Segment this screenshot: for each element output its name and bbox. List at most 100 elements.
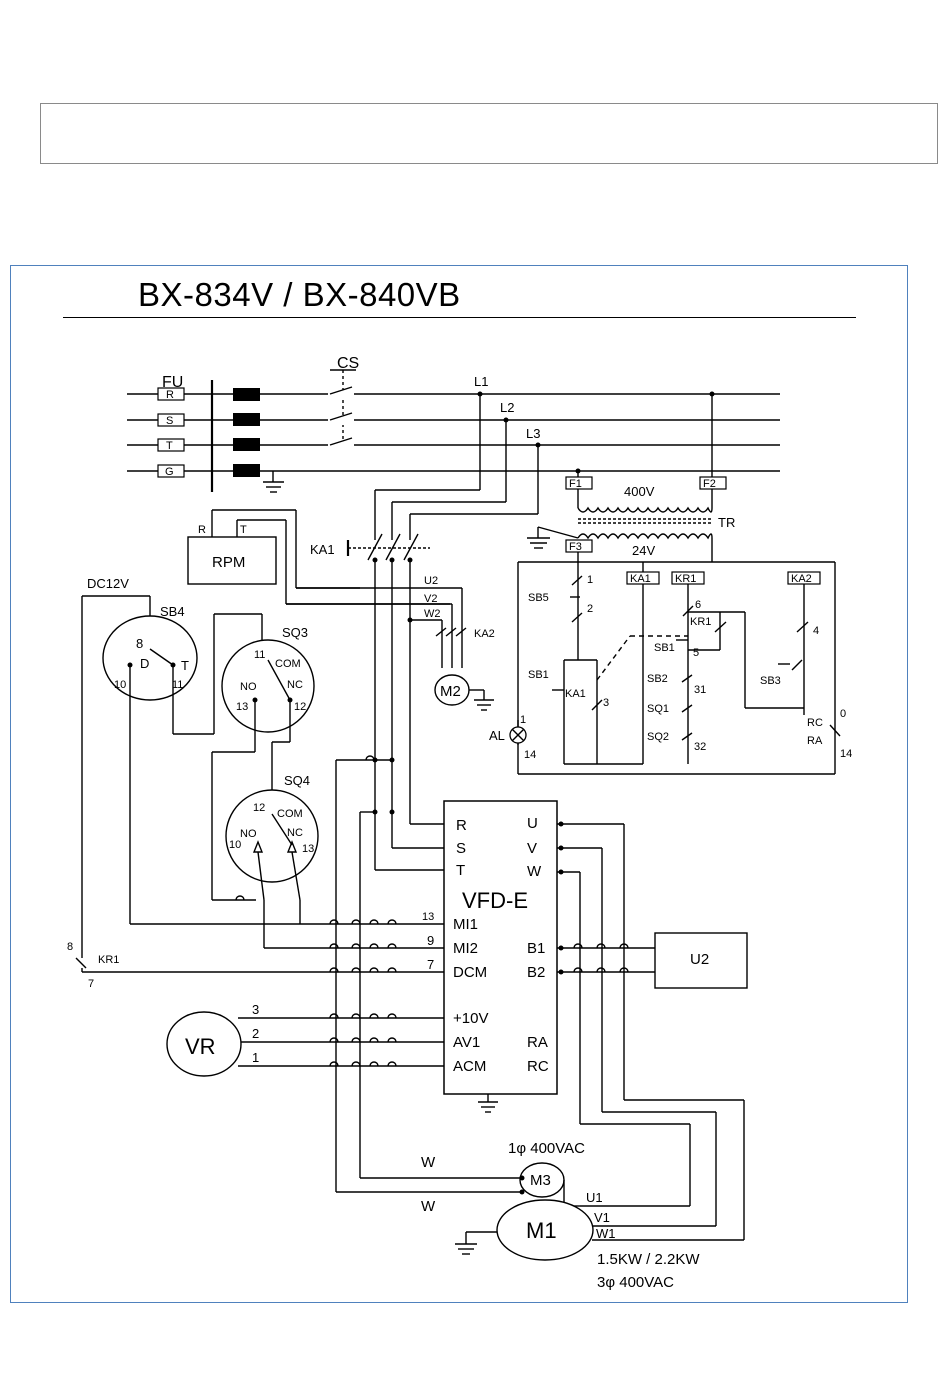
sq4-com: COM <box>277 808 303 820</box>
ctl-sb1a: SB1 <box>528 669 549 681</box>
main-supply: FU R S T G CS L1 L2 <box>127 355 780 493</box>
ctl-n0: 0 <box>840 708 846 720</box>
l3-label: L3 <box>526 426 540 441</box>
vfd-e: VFD-E R S T U V W MI1 MI2 DCM +10V AV1 A… <box>329 800 558 1113</box>
ctl-sb3: SB3 <box>760 675 781 687</box>
vfd-t: T <box>456 862 465 879</box>
ctl-n14a: 14 <box>524 749 536 761</box>
fuse-g-label: G <box>165 466 174 478</box>
l2-label: L2 <box>500 400 514 415</box>
sb4-n8: 8 <box>136 636 143 651</box>
vfd-box <box>443 800 558 1095</box>
vfd-mi2: MI2 <box>453 940 478 957</box>
rpm-t: T <box>240 524 247 536</box>
vfd-w: W <box>527 863 542 880</box>
vfd-label: VFD-E <box>462 888 528 913</box>
vfd-u: U <box>527 815 538 832</box>
ctl-n6: 6 <box>695 599 701 611</box>
ctl-n1: 1 <box>587 574 593 586</box>
rpm-box <box>187 536 277 585</box>
n7-label: 7 <box>88 978 94 990</box>
ka1-label: KA1 <box>310 542 335 557</box>
diagram-frame <box>10 265 908 1303</box>
vfd-s: S <box>456 840 466 857</box>
ctl-sb5: SB5 <box>528 592 549 604</box>
fuse-r <box>157 387 185 401</box>
kr1-low-label: KR1 <box>98 954 119 966</box>
vr-n1: 1 <box>252 1050 259 1065</box>
sq3-no: NO <box>240 681 257 693</box>
w2-label: W2 <box>424 608 441 620</box>
mi1-num: 13 <box>422 911 434 923</box>
u2-box <box>654 932 748 989</box>
vfd-av1: AV1 <box>453 1034 480 1051</box>
sb4-label: SB4 <box>160 604 185 619</box>
cs-label: CS <box>337 355 359 372</box>
vfd-b1: B1 <box>527 940 545 957</box>
vr-n3: 3 <box>252 1002 259 1017</box>
ctl-al: AL <box>489 728 505 743</box>
fuse-t <box>157 438 185 452</box>
ctl-ra: RA <box>807 735 823 747</box>
u1-label: U1 <box>586 1190 603 1205</box>
vfd-v: V <box>527 840 537 857</box>
ctl-ka1: KA1 <box>630 573 651 585</box>
ctl-kr1b: KR1 <box>690 616 711 628</box>
rpm-ka1-m2: RPM R T KA1 U2 V2 W2 <box>187 394 539 870</box>
ctl-sq1: SQ1 <box>647 703 669 715</box>
u2-box-label: U2 <box>690 951 709 968</box>
sq4-label: SQ4 <box>284 773 310 788</box>
title-underline <box>63 317 856 318</box>
mi2-num: 9 <box>427 933 434 948</box>
power-label: 1.5KW / 2.2KW <box>597 1251 700 1268</box>
tr-label: TR <box>718 515 735 530</box>
ctl-n2: 2 <box>587 603 593 615</box>
sq4-n13: 13 <box>302 843 314 855</box>
w-label-a: W <box>421 1154 436 1171</box>
sq4-n12: 12 <box>253 802 265 814</box>
ctl-n5: 5 <box>693 647 699 659</box>
ctl-ka1b: KA1 <box>565 688 586 700</box>
sb4-d: D <box>140 656 149 671</box>
sq4-switch <box>225 789 319 883</box>
sq3-label: SQ3 <box>282 625 308 640</box>
vr-n2: 2 <box>252 1026 259 1041</box>
switches: DC12V SB4 8 D T 10 11 SQ3 11 COM NO NC 1… <box>67 576 444 990</box>
v400-label: 400V <box>624 484 655 499</box>
sq4-n10: 10 <box>229 839 241 851</box>
vfd-10v: +10V <box>453 1010 488 1027</box>
ctl-n1b: 1 <box>520 714 526 726</box>
u2-unit: U2 <box>557 932 748 989</box>
v1-label: V1 <box>594 1210 610 1225</box>
vfd-mi1: MI1 <box>453 916 478 933</box>
ac3-label: 3φ 400VAC <box>597 1274 674 1291</box>
m3-label: M3 <box>530 1172 551 1189</box>
sq3-n12: 12 <box>294 701 306 713</box>
ctl-kr1: KR1 <box>675 573 696 585</box>
v24-label: 24V <box>632 543 655 558</box>
ctl-n3: 3 <box>603 697 609 709</box>
f3-label: F3 <box>569 541 582 553</box>
header-box <box>40 103 938 164</box>
fuse-r-label: R <box>166 389 174 401</box>
vfd-rc: RC <box>527 1058 549 1075</box>
rpm-r: R <box>198 524 206 536</box>
m2-label: M2 <box>440 683 461 700</box>
vfd-ra: RA <box>527 1034 548 1051</box>
ctl-sb1b: SB1 <box>654 642 675 654</box>
w1-label: W1 <box>596 1226 616 1241</box>
ctl-n32: 32 <box>694 741 706 753</box>
rpm-label: RPM <box>212 554 245 571</box>
ctl-n4: 4 <box>813 625 819 637</box>
dcm-num: 7 <box>427 957 434 972</box>
sq3-n11: 11 <box>254 649 265 661</box>
sb4-n10: 10 <box>114 679 126 691</box>
fuse-s-label: S <box>166 415 173 427</box>
transformer: F1 F2 400V TR F3 24V <box>527 394 735 562</box>
ka2-label: KA2 <box>474 628 495 640</box>
sq4-no: NO <box>240 828 257 840</box>
vfd-dcm: DCM <box>453 964 487 981</box>
sb4-n11: 11 <box>172 679 183 691</box>
vfd-acm: ACM <box>453 1058 486 1075</box>
